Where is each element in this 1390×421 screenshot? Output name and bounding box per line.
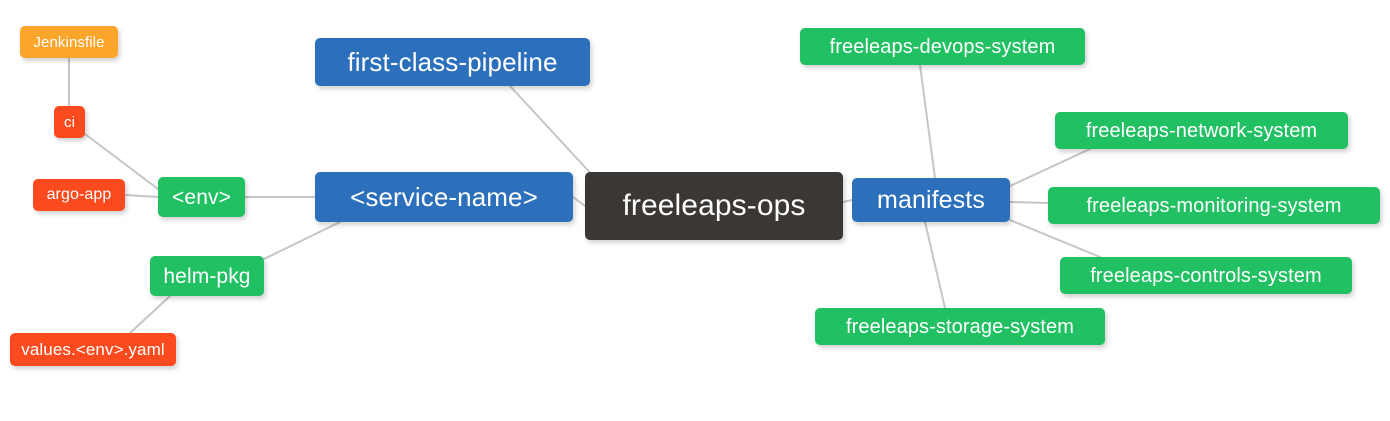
edge-manifests-to-freeleaps-controls-system: [1009, 219, 1101, 258]
node-label-freeleaps-network-system: freeleaps-network-system: [1085, 119, 1318, 142]
edge-root-to-manifests: [842, 199, 853, 203]
edge-manifests-to-freeleaps-network-system: [1009, 148, 1091, 187]
node-helm-pkg[interactable]: helm-pkg: [150, 256, 264, 296]
node-label-helm-pkg: helm-pkg: [163, 264, 251, 288]
node-label-freeleaps-devops-system: freeleaps-devops-system: [829, 35, 1056, 58]
node-label-freeleaps-storage-system: freeleaps-storage-system: [845, 315, 1075, 338]
node-root[interactable]: freeleaps-ops: [585, 172, 843, 240]
node-label-freeleaps-monitoring-system: freeleaps-monitoring-system: [1086, 194, 1342, 217]
node-first-class-pipeline[interactable]: first-class-pipeline: [315, 38, 590, 86]
node-manifests[interactable]: manifests: [852, 178, 1010, 222]
node-label-service-name: <service-name>: [350, 182, 538, 212]
edge-root-to-first-class-pipeline: [509, 85, 596, 179]
node-label-values-env-yaml: values.<env>.yaml: [21, 340, 165, 359]
node-label-argo-app: argo-app: [46, 186, 112, 203]
node-service-name[interactable]: <service-name>: [315, 172, 573, 222]
node-jenkinsfile[interactable]: Jenkinsfile: [20, 26, 118, 58]
node-argo-app[interactable]: argo-app: [33, 179, 125, 211]
edge-root-to-service-name: [572, 196, 586, 207]
node-freeleaps-controls-system[interactable]: freeleaps-controls-system: [1060, 257, 1352, 294]
node-ci[interactable]: ci: [54, 106, 85, 138]
node-values-env-yaml[interactable]: values.<env>.yaml: [10, 333, 176, 366]
node-freeleaps-storage-system[interactable]: freeleaps-storage-system: [815, 308, 1105, 345]
node-label-root: freeleaps-ops: [622, 189, 806, 222]
edge-env-to-argo-app: [124, 194, 159, 198]
edge-manifests-to-freeleaps-devops-system: [919, 64, 936, 179]
node-label-ci: ci: [63, 113, 76, 131]
node-freeleaps-devops-system[interactable]: freeleaps-devops-system: [800, 28, 1085, 65]
node-label-first-class-pipeline: first-class-pipeline: [347, 47, 558, 77]
edge-helm-pkg-to-values-env-yaml: [129, 295, 171, 334]
node-label-env: <env>: [172, 185, 231, 209]
node-label-freeleaps-controls-system: freeleaps-controls-system: [1090, 264, 1322, 287]
edge-service-name-to-helm-pkg: [263, 221, 341, 260]
node-freeleaps-network-system[interactable]: freeleaps-network-system: [1055, 112, 1348, 149]
node-env[interactable]: <env>: [158, 177, 245, 217]
edge-manifests-to-freeleaps-storage-system: [924, 221, 946, 309]
node-label-manifests: manifests: [877, 185, 985, 214]
edge-manifests-to-freeleaps-monitoring-system: [1009, 201, 1049, 204]
node-freeleaps-monitoring-system[interactable]: freeleaps-monitoring-system: [1048, 187, 1380, 224]
node-label-jenkinsfile: Jenkinsfile: [33, 33, 105, 51]
